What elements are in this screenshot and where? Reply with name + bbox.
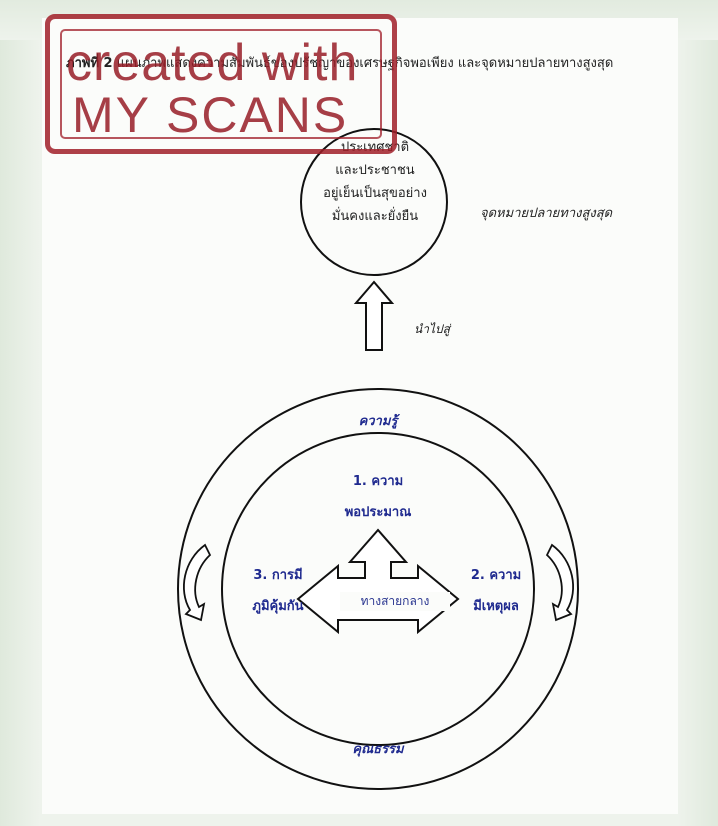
lead-to-label: นำไปสู่ bbox=[414, 322, 450, 336]
principle-moderation: 1. ความ พอประมาณ bbox=[318, 466, 438, 528]
principle-immunity-line: ภูมิคุ้มกัน bbox=[252, 599, 304, 614]
goal-label: จุดหมายปลายทางสูงสุด bbox=[480, 206, 613, 221]
morality-label: คุณธรรม bbox=[352, 742, 404, 757]
middle-way-label: ทางสายกลาง bbox=[340, 592, 450, 611]
principle-reasonableness-line: 2. ความ bbox=[470, 568, 522, 583]
principle-moderation-line: พอประมาณ bbox=[344, 505, 412, 520]
goal-line: และประชาชน bbox=[335, 163, 415, 178]
rotate-right-arrow-icon bbox=[545, 543, 575, 622]
principle-immunity-line: 3. การมี bbox=[253, 568, 303, 583]
goal-circle bbox=[300, 128, 448, 276]
background-right bbox=[678, 0, 718, 826]
goal-line: มั่นคงและยั่งยืน bbox=[331, 209, 419, 224]
principle-immunity: 3. การมี ภูมิคุ้มกัน bbox=[218, 560, 338, 622]
outer-circle bbox=[177, 388, 579, 790]
principle-reasonableness-line: มีเหตุผล bbox=[473, 599, 519, 614]
watermark-line2: MY SCANS bbox=[72, 87, 349, 143]
principle-reasonableness: 2. ความ มีเหตุผล bbox=[436, 560, 556, 622]
knowledge-label: ความรู้ bbox=[358, 414, 398, 429]
caption-text: แผนภาพแสดงความสัมพันธ์ของปรัชญาของเศรษฐก… bbox=[116, 56, 614, 71]
figure-caption: ภาพที่ 2 แผนภาพแสดงความสัมพันธ์ของปรัชญา… bbox=[66, 52, 613, 73]
goal-line: อยู่เย็นเป็นสุขอย่าง bbox=[323, 186, 427, 201]
background-left bbox=[0, 0, 40, 826]
watermark-inner-border bbox=[60, 29, 382, 139]
up-arrow-icon bbox=[353, 280, 395, 351]
watermark-stamp: created with MY SCANS bbox=[45, 14, 397, 154]
principle-moderation-line: 1. ความ bbox=[352, 474, 404, 489]
caption-prefix: ภาพที่ 2 bbox=[66, 56, 113, 71]
rotate-left-arrow-icon bbox=[182, 543, 212, 622]
watermark-line1: created with bbox=[66, 34, 359, 92]
